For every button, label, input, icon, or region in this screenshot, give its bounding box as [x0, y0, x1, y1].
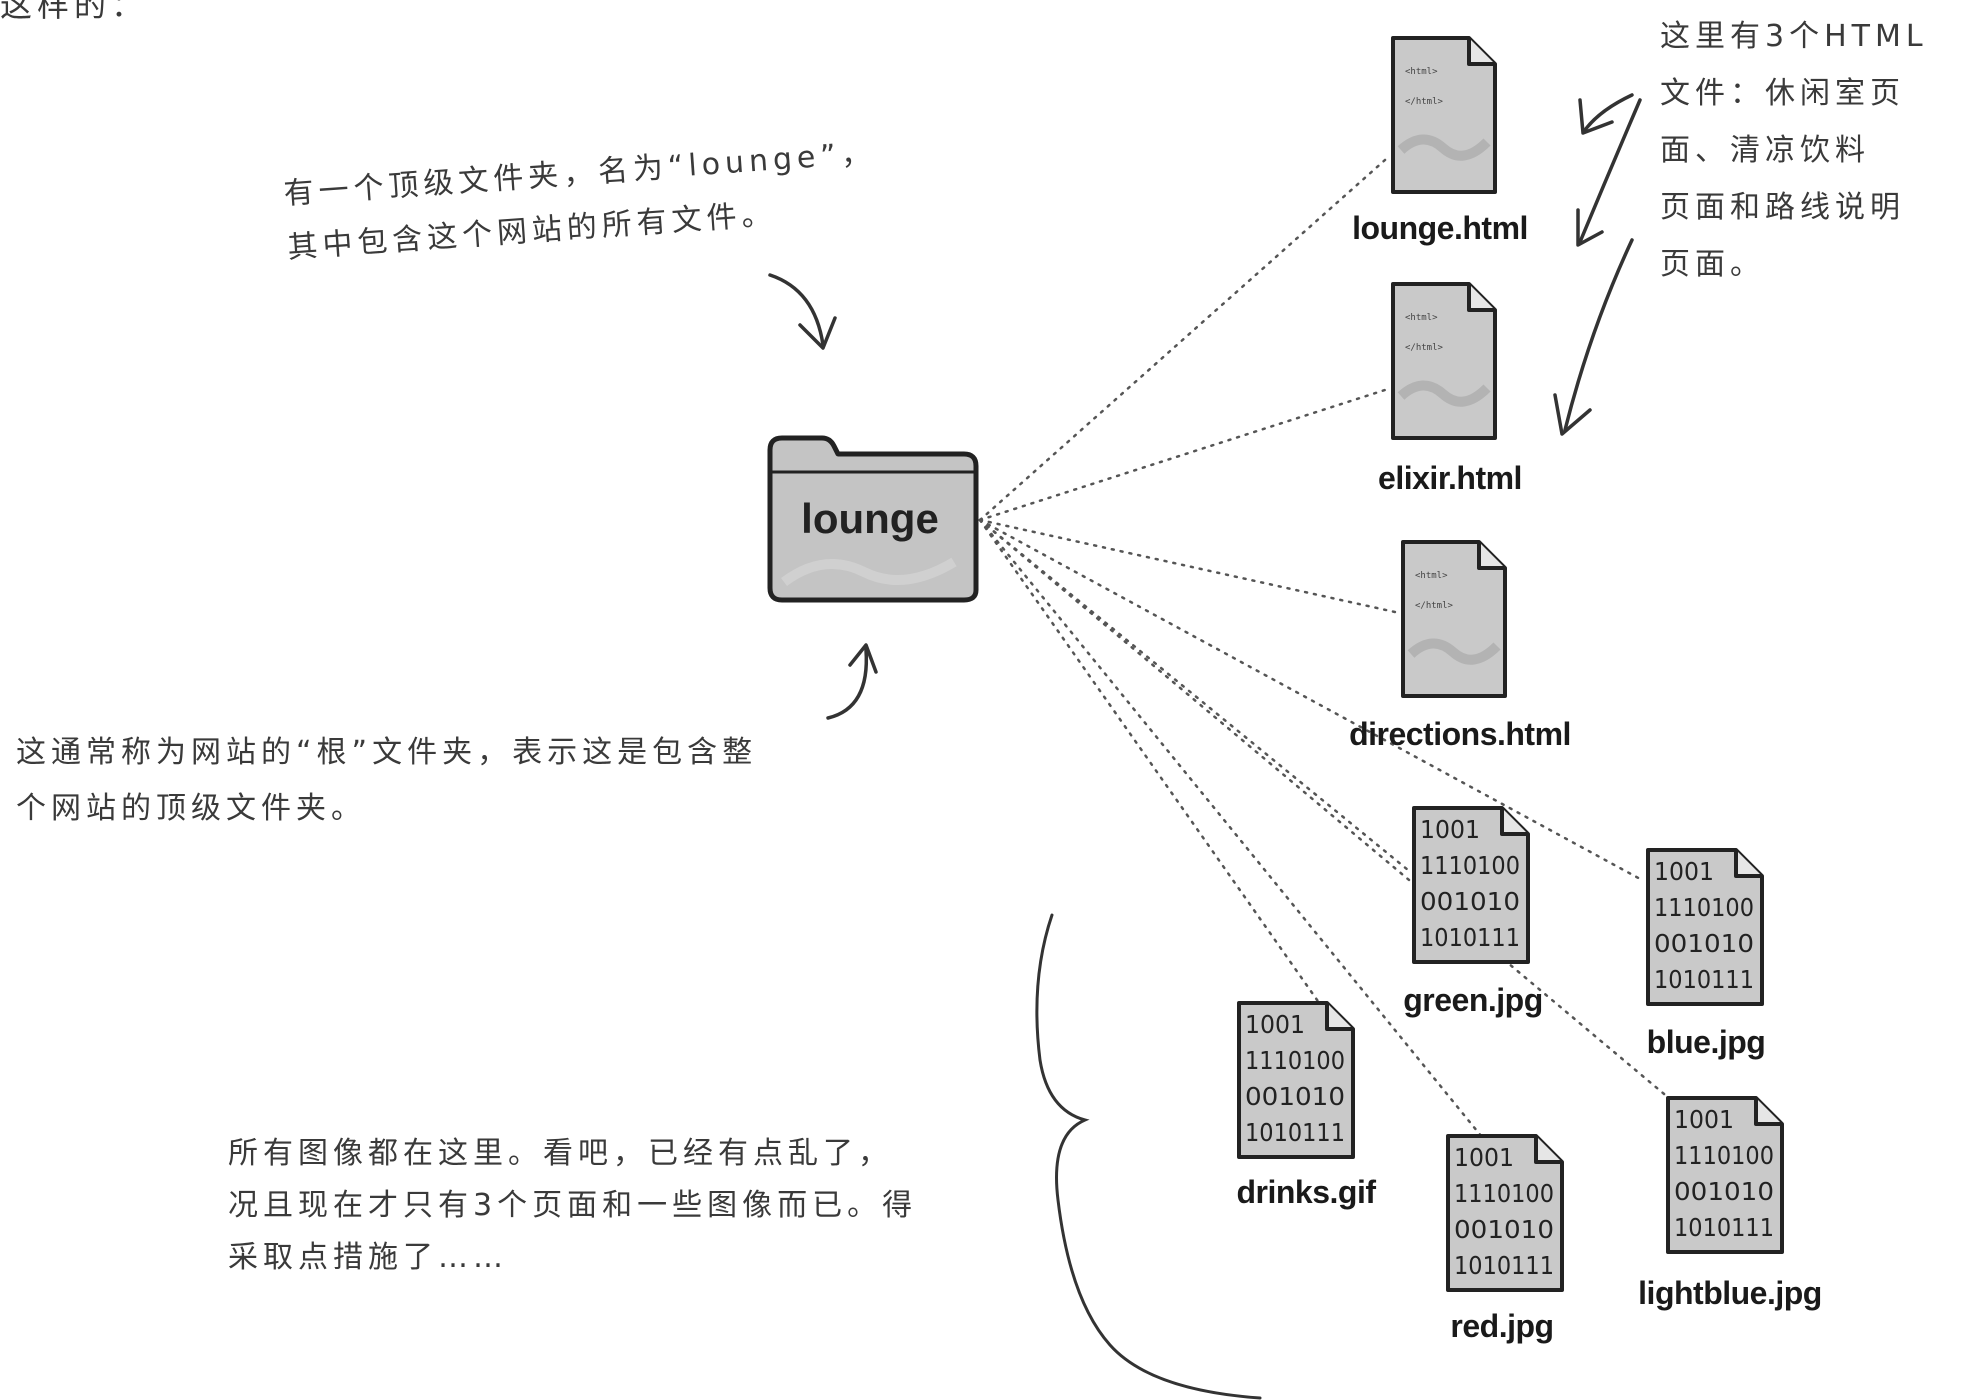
annotation-root-line-2: 个网站的顶级文件夹。	[16, 791, 366, 826]
connector-line-elixir-html	[978, 388, 1387, 522]
file-label-drinks-gif: drinks.gif	[1236, 1174, 1376, 1210]
binary-digits-text: 1110100	[1454, 1179, 1554, 1208]
binary-digits-text: 1110100	[1654, 893, 1754, 922]
binary-digits-text: 001010	[1674, 1177, 1774, 1206]
binary-digits-text: 1010111	[1420, 923, 1520, 952]
elixir-html-file-icon[interactable]: <html> </html>	[1383, 276, 1503, 446]
file-label-directions-html: directions.html	[1349, 716, 1571, 752]
connector-line-lightblue-jpg	[978, 518, 1678, 1106]
lounge-folder-icon[interactable]	[764, 432, 984, 607]
annotation-images-line-2: 况且现在才只有3个页面和一些图像而已。得	[228, 1188, 918, 1223]
annotation-html-files-line-2: 文件：休闲室页	[1660, 76, 1905, 111]
binary-digits-text: 1001	[1674, 1105, 1734, 1134]
annotation-root-line-1: 这通常称为网站的“根”文件夹，表示这是包含整	[16, 735, 758, 770]
binary-digits-text: 1110100	[1245, 1046, 1345, 1075]
green-jpg-file-icon[interactable]: 1001 1110100 001010 1010111	[1406, 800, 1536, 970]
arrowhead-lounge-html-icon	[1578, 98, 1614, 135]
binary-digits-text: 1110100	[1420, 851, 1520, 880]
connector-line-lounge-html	[978, 158, 1387, 522]
arrow-to-elixir-html-icon	[1578, 98, 1642, 244]
binary-digits-text: 1001	[1245, 1010, 1305, 1039]
svg-text:<html>: <html>	[1405, 67, 1438, 77]
file-label-elixir-html: elixir.html	[1378, 460, 1522, 496]
lounge-html-file-icon[interactable]: <html> </html>	[1383, 30, 1503, 200]
svg-text:<html>: <html>	[1415, 571, 1448, 581]
annotation-html-files: 这里有3个HTML 文件：休闲室页 面、清凉饮料 页面和路线说明 页面。	[1660, 8, 1928, 293]
binary-digits-text: 001010	[1454, 1215, 1554, 1244]
svg-text:</html>: </html>	[1415, 601, 1454, 611]
svg-text:</html>: </html>	[1405, 343, 1444, 353]
binary-digits-text: 1010111	[1454, 1251, 1554, 1280]
file-label-blue-jpg: blue.jpg	[1646, 1024, 1766, 1060]
curly-brace-icon	[1035, 913, 1262, 1400]
file-label-red-jpg: red.jpg	[1450, 1308, 1554, 1344]
annotation-images-line-1: 所有图像都在这里。看吧，已经有点乱了，	[228, 1136, 893, 1171]
arrow-up-icon	[826, 648, 869, 720]
directions-html-file-icon[interactable]: <html> </html>	[1393, 534, 1513, 704]
svg-text:</html>: </html>	[1405, 97, 1444, 107]
connector-line-blue-jpg	[978, 518, 1644, 882]
binary-digits-text: 1001	[1454, 1143, 1514, 1172]
annotation-html-files-line-1: 这里有3个HTML	[1660, 19, 1928, 54]
annotation-images: 所有图像都在这里。看吧，已经有点乱了， 况且现在才只有3个页面和一些图像而已。得…	[228, 1128, 917, 1284]
arrow-down-icon	[768, 273, 825, 347]
file-label-lightblue-jpg: lightblue.jpg	[1638, 1275, 1822, 1311]
annotation-html-files-line-4: 页面和路线说明	[1660, 190, 1905, 225]
red-jpg-file-icon[interactable]: 1001 1110100 001010 1010111	[1440, 1128, 1570, 1298]
binary-digits-text: 1001	[1420, 815, 1480, 844]
blue-jpg-file-icon[interactable]: 1001 1110100 001010 1010111	[1640, 842, 1770, 1012]
arrowhead-directions-html-icon	[1553, 393, 1592, 436]
annotation-root-folder: 这通常称为网站的“根”文件夹，表示这是包含整 个网站的顶级文件夹。	[16, 725, 757, 837]
binary-digits-text: 1110100	[1674, 1141, 1774, 1170]
binary-digits-text: 001010	[1654, 929, 1754, 958]
lightblue-jpg-file-icon[interactable]: 1001 1110100 001010 1010111	[1660, 1090, 1790, 1260]
arrow-to-lounge-html-icon	[1583, 93, 1634, 132]
binary-digits-text: 1010111	[1674, 1213, 1774, 1242]
annotation-images-line-3: 采取点措施了……	[228, 1240, 508, 1275]
arrow-to-directions-html-icon	[1563, 238, 1634, 432]
connector-line-red-jpg	[978, 518, 1488, 1144]
arrowhead-up-icon	[848, 643, 878, 674]
svg-text:<html>: <html>	[1405, 313, 1438, 323]
file-label-lounge-html: lounge.html	[1352, 210, 1528, 246]
binary-digits-text: 1010111	[1245, 1118, 1345, 1147]
lounge-folder-label: lounge	[801, 495, 939, 542]
arrowhead-down-icon	[798, 316, 837, 350]
header-partial-text: 这样的：	[0, 0, 149, 24]
binary-digits-text: 001010	[1245, 1082, 1345, 1111]
connector-line-drinks-gif	[978, 518, 1324, 1009]
arrowhead-elixir-html-icon	[1576, 208, 1604, 247]
annotation-html-files-line-5: 页面。	[1660, 247, 1765, 282]
binary-digits-text: 1001	[1654, 857, 1714, 886]
annotation-html-files-line-3: 面、清凉饮料	[1660, 133, 1870, 168]
connector-line-directions-html	[978, 518, 1397, 614]
file-label-green-jpg: green.jpg	[1403, 982, 1543, 1018]
binary-digits-text: 1010111	[1654, 965, 1754, 994]
binary-digits-text: 001010	[1420, 887, 1520, 916]
drinks-gif-file-icon[interactable]: 1001 1110100 001010 1010111	[1231, 995, 1361, 1165]
